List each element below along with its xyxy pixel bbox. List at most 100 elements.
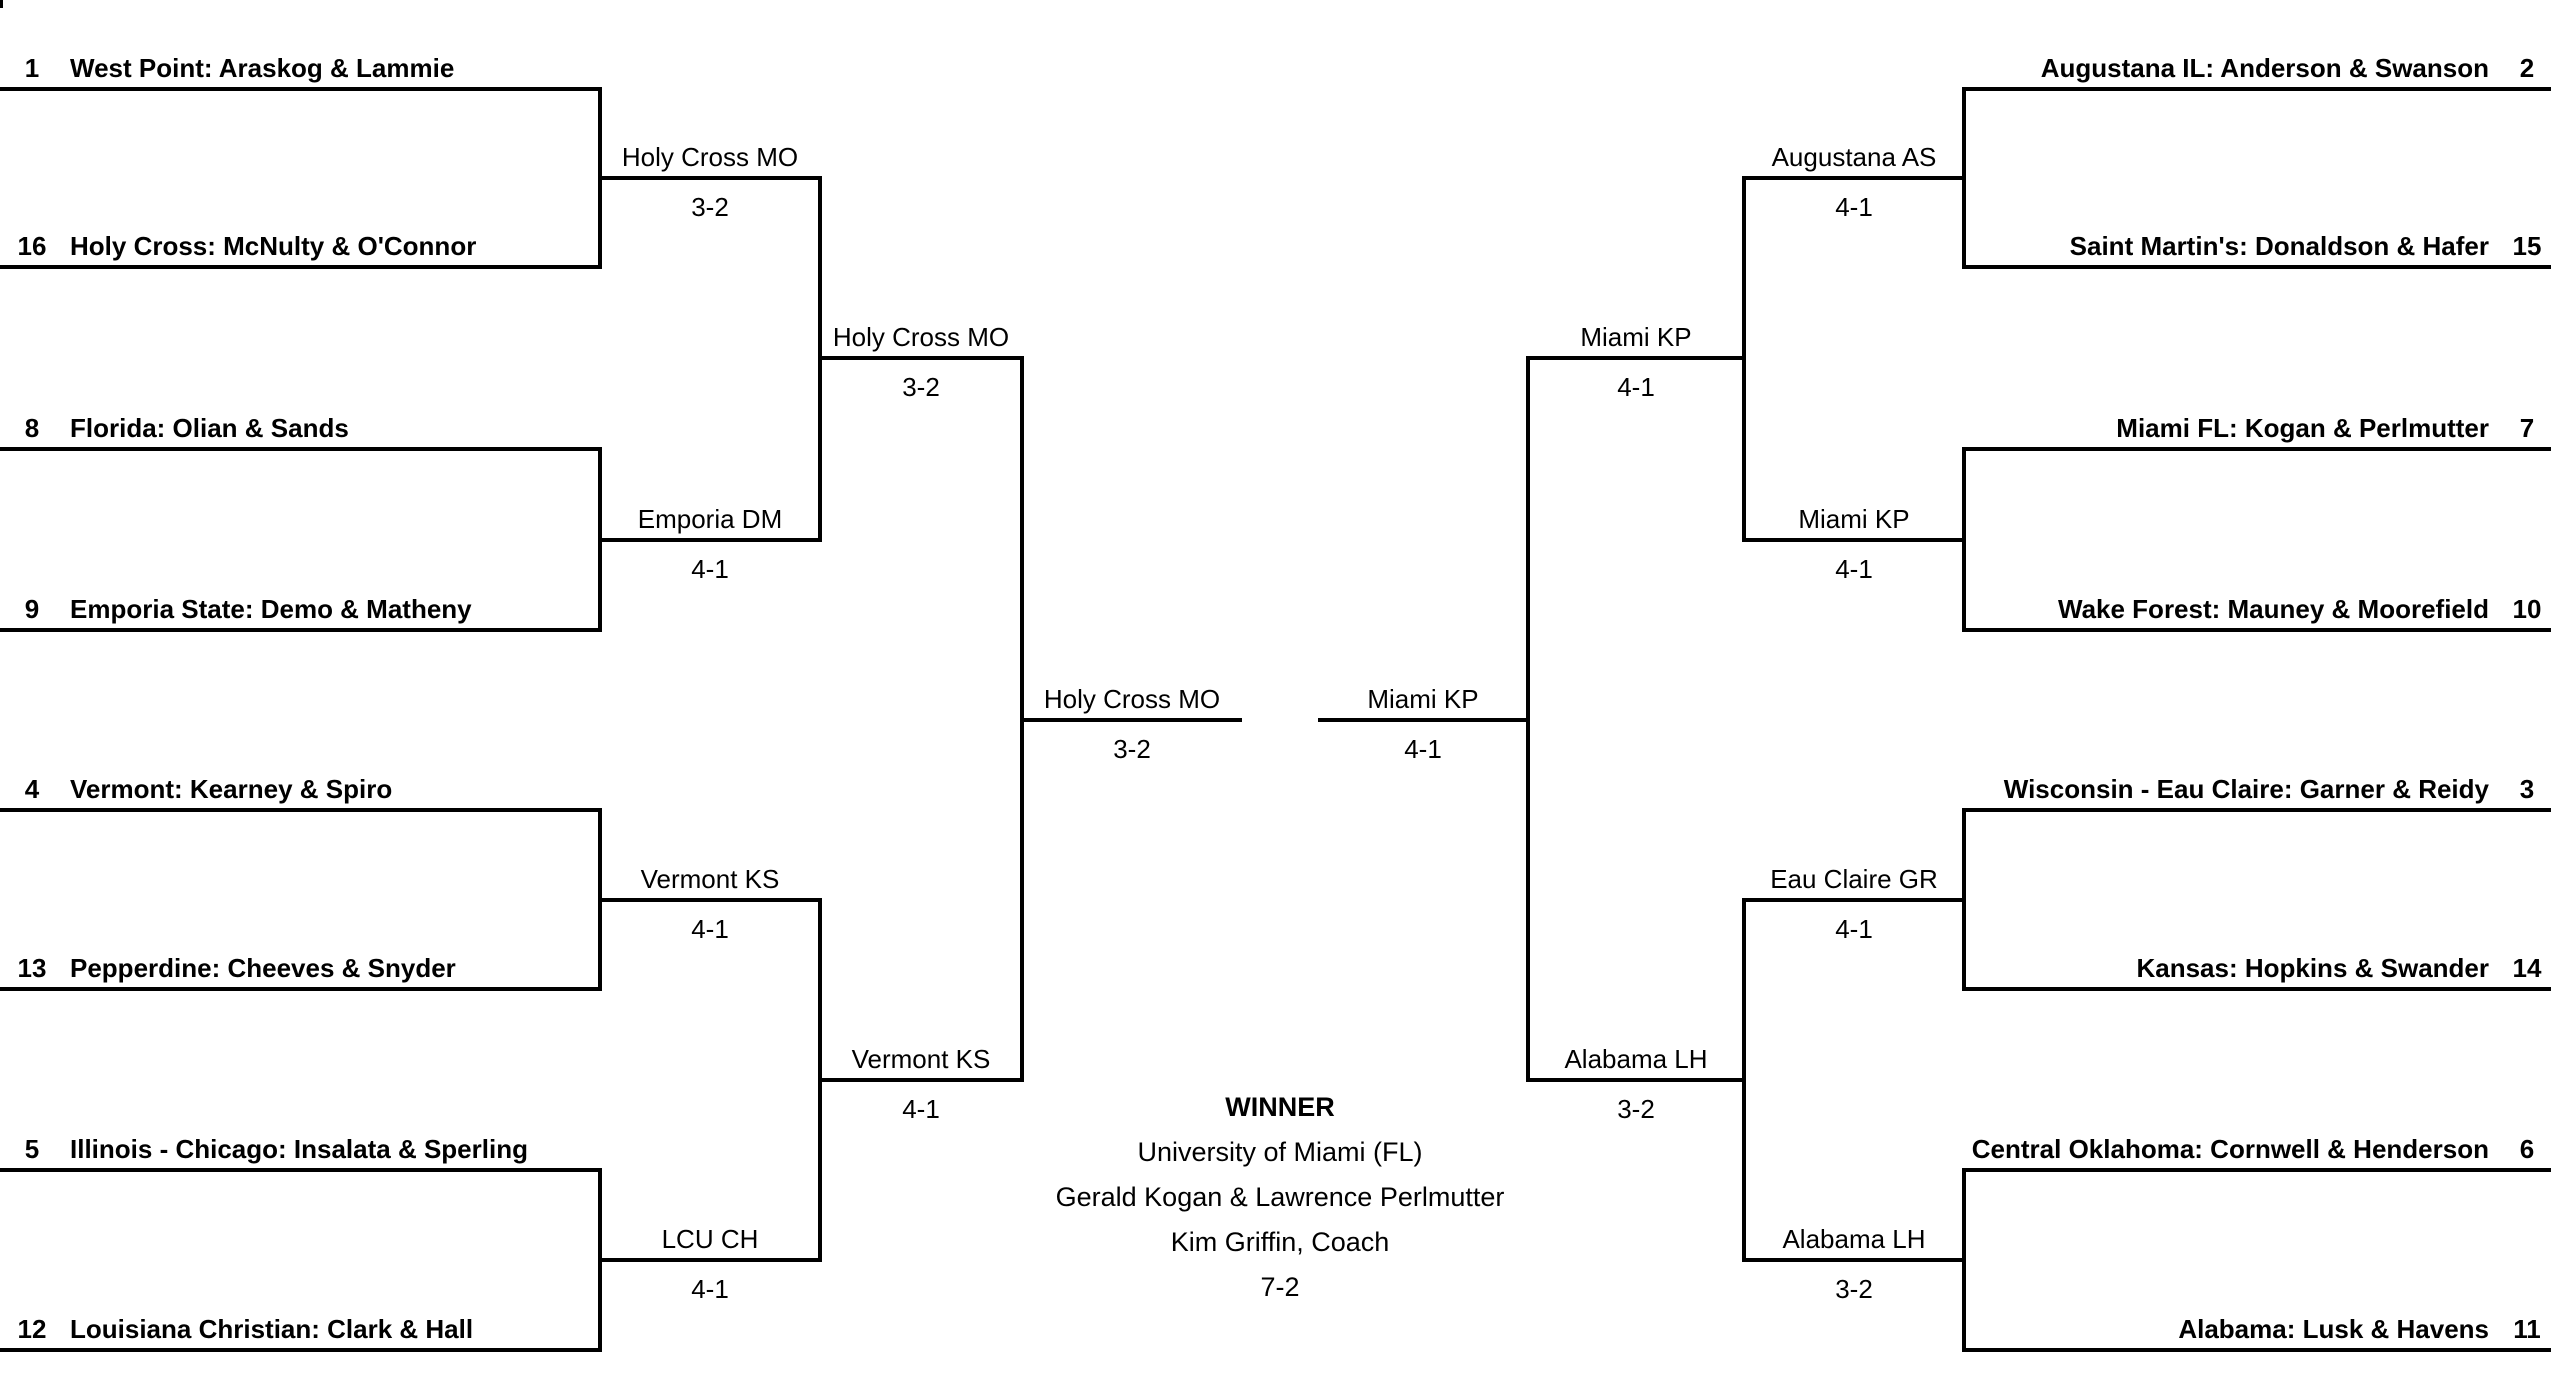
seed-number: 8 [24,413,40,443]
bracket-connector-h [0,628,600,632]
bracket-connector-h [1964,87,2551,91]
series-score: 4-1 [1835,192,1873,222]
seed-number: 13 [17,953,47,983]
advance-label: LCU CH [661,1224,759,1254]
bracket-connector-h [0,1348,600,1352]
bracket-connector-h [600,538,820,542]
bracket-connector-h [0,1168,600,1172]
advance-label: Holy Cross MO [621,142,799,172]
seed-number: 15 [2512,231,2542,261]
team-name: Emporia State: Demo & Matheny [70,594,472,624]
bracket-connector-h [1964,1168,2551,1172]
team-name: Saint Martin's: Donaldson & Hafer [2069,231,2489,261]
screen-corner-artifact [0,0,3,8]
series-score: 4-1 [1404,734,1442,764]
team-row: 16 Holy Cross: McNulty & O'Connor [0,229,608,263]
team-name: Louisiana Christian: Clark & Hall [70,1314,474,1344]
advance-label: Augustana AS [1771,142,1937,172]
team-row: Augustana IL: Anderson & Swanson 2 [1964,51,2551,85]
team-name: Wisconsin - Eau Claire: Garner & Reidy [2003,774,2489,804]
team-name: Alabama: Lusk & Havens [2178,1314,2489,1344]
series-score: 4-1 [691,914,729,944]
bracket-connector-v [1742,176,1746,542]
series-score: 3-2 [1617,1094,1655,1124]
team-name: Wake Forest: Mauney & Moorefield [2058,594,2489,624]
series-score: 4-1 [902,1094,940,1124]
bracket-connector-v [598,87,602,269]
seed-number: 5 [24,1134,40,1164]
series-score: 4-1 [691,554,729,584]
bracket-connector-h [1744,538,1964,542]
bracket-connector-h [600,176,820,180]
team-row: 12 Louisiana Christian: Clark & Hall [0,1312,608,1346]
bracket-connector-h [600,898,820,902]
bracket-connector-v [1962,87,1966,269]
series-score: 3-2 [1113,734,1151,764]
team-name: Illinois - Chicago: Insalata & Sperling [70,1134,528,1164]
champion-heading: WINNER [1225,1092,1335,1122]
seed-number: 14 [2512,953,2542,983]
bracket-connector-h [820,356,1022,360]
bracket-connector-v [598,1168,602,1352]
champion-coach: Kim Griffin, Coach [1170,1227,1390,1257]
advance-label: Alabama LH [1782,1224,1926,1254]
team-row: Saint Martin's: Donaldson & Hafer 15 [1964,229,2551,263]
bracket-connector-v [1962,447,1966,632]
team-row: Wake Forest: Mauney & Moorefield 10 [1964,592,2551,626]
team-row: Alabama: Lusk & Havens 11 [1964,1312,2551,1346]
team-row: Kansas: Hopkins & Swander 14 [1964,951,2551,985]
bracket-connector-h [1528,1078,1744,1082]
advance-label: Miami KP [1798,504,1910,534]
advance-label: Miami KP [1580,322,1692,352]
team-row: 5 Illinois - Chicago: Insalata & Sperlin… [0,1132,608,1166]
bracket-connector-h [1318,718,1528,722]
bracket-connector-v [598,447,602,632]
bracket-connector-h [0,808,600,812]
bracket-connector-v [1962,808,1966,991]
bracket-connector-v [1020,356,1024,1082]
seed-number: 4 [24,774,40,804]
bracket-connector-h [1964,447,2551,451]
seed-number: 16 [17,231,47,261]
bracket-connector-h [1744,1258,1964,1262]
bracket-connector-v [818,898,822,1262]
team-name: Kansas: Hopkins & Swander [2136,953,2489,983]
seed-number: 12 [17,1314,47,1344]
team-name: Pepperdine: Cheeves & Snyder [70,953,456,983]
advance-label: Emporia DM [637,504,783,534]
team-row: Miami FL: Kogan & Perlmutter 7 [1964,411,2551,445]
seed-number: 1 [24,53,40,83]
team-row: Central Oklahoma: Cornwell & Henderson 6 [1964,1132,2551,1166]
series-score: 4-1 [691,1274,729,1304]
team-name: West Point: Araskog & Lammie [70,53,455,83]
advance-label: Vermont KS [851,1044,991,1074]
bracket-connector-h [1022,718,1242,722]
bracket-connector-h [0,987,600,991]
seed-number: 11 [2513,1314,2541,1344]
team-name: Vermont: Kearney & Spiro [70,774,393,804]
advance-label: Eau Claire GR [1770,864,1938,894]
advance-label: Miami KP [1367,684,1479,714]
bracket-connector-v [1962,1168,1966,1352]
seed-number: 7 [2519,413,2535,443]
champion-players: Gerald Kogan & Lawrence Perlmutter [1055,1182,1505,1212]
series-score: 3-2 [902,372,940,402]
seed-number: 6 [2519,1134,2535,1164]
bracket-connector-v [818,176,822,542]
seed-number: 10 [2512,594,2542,624]
advance-label: Holy Cross MO [1043,684,1221,714]
bracket-connector-v [1742,898,1746,1262]
champion-school: University of Miami (FL) [1137,1137,1423,1167]
bracket-connector-h [1744,176,1964,180]
team-row: Wisconsin - Eau Claire: Garner & Reidy 3 [1964,772,2551,806]
series-score: 4-1 [1835,914,1873,944]
team-row: 1 West Point: Araskog & Lammie [0,51,608,85]
bracket-connector-h [1964,265,2551,269]
bracket-connector-h [1744,898,1964,902]
team-name: Augustana IL: Anderson & Swanson [2040,53,2489,83]
bracket-connector-h [0,265,600,269]
champion-record: 7-2 [1260,1272,1300,1302]
seed-number: 9 [24,594,40,624]
team-name: Florida: Olian & Sands [70,413,349,443]
